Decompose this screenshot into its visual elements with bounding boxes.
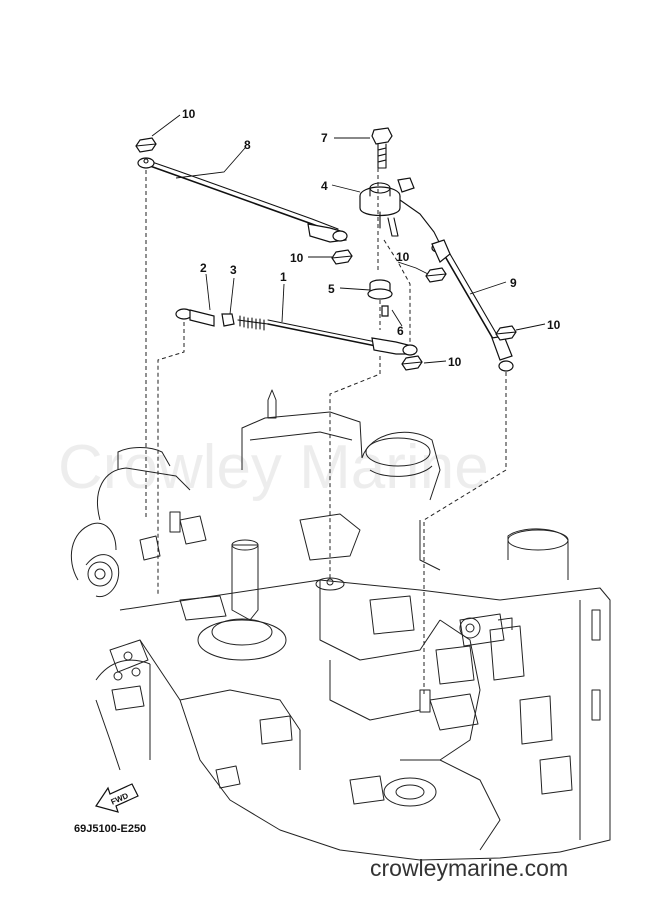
callout-10-right-upper: 10	[396, 250, 410, 264]
part-3-nut	[221, 313, 235, 327]
callout-5: 5	[328, 282, 335, 296]
site-url: crowleymarine.com	[370, 855, 568, 881]
callout-9: 9	[510, 276, 517, 290]
engine-block	[70, 389, 611, 861]
watermark-text: Crowley Marine	[58, 433, 489, 502]
callout-10-lower: 10	[448, 355, 462, 369]
part-4-lever	[359, 177, 445, 253]
part-2-joint	[175, 308, 215, 327]
callout-10-middle: 10	[290, 251, 304, 265]
part-9-rod	[431, 239, 514, 372]
callout-2: 2	[200, 261, 207, 275]
nut-10-middle	[331, 249, 353, 265]
callout-6: 6	[397, 324, 404, 338]
callout-10-right-lower: 10	[547, 318, 561, 332]
figure-code: 69J5100-E250	[74, 823, 146, 835]
nut-10-right-upper	[425, 267, 447, 283]
callout-4: 4	[321, 179, 328, 193]
nut-10-top-left	[135, 137, 157, 153]
installation-guide-lines	[145, 168, 507, 696]
callout-7: 7	[321, 131, 328, 145]
nut-10-right-lower	[495, 325, 517, 341]
callout-8: 8	[244, 138, 251, 152]
callout-3: 3	[230, 263, 237, 277]
bolt-7	[371, 127, 393, 169]
part-6-pin	[381, 305, 389, 317]
part-1-rod	[237, 315, 418, 356]
leader-lines	[151, 114, 546, 364]
callout-1: 1	[280, 270, 287, 284]
linkage-parts	[135, 127, 517, 372]
callout-labels: 10 8 7 4 10 10 2 3 1 5 9 6 10 10	[182, 107, 561, 369]
nut-10-lower	[401, 355, 423, 371]
callout-10-top-left: 10	[182, 107, 196, 121]
part-5-collar	[367, 279, 393, 300]
fwd-arrow-icon: FWD	[95, 783, 139, 813]
part-8-rod	[137, 157, 348, 243]
